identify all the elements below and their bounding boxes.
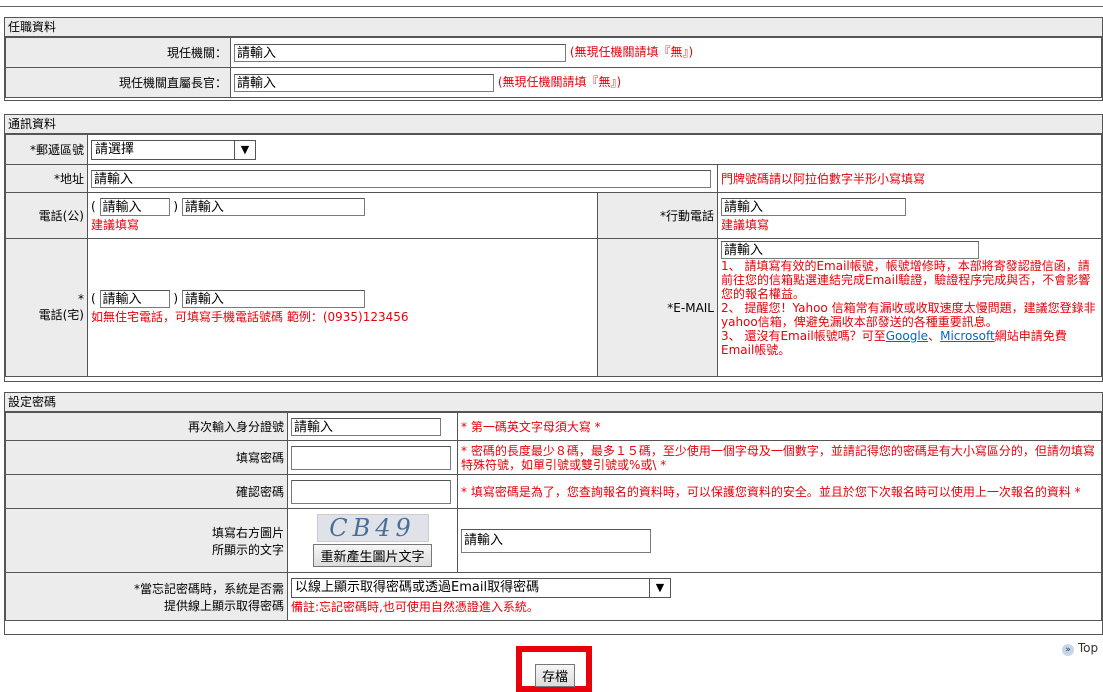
home-paren-open: ( — [91, 291, 96, 306]
contact-section-title: 通訊資料 — [5, 115, 1102, 134]
home-phone-label-cell: * 電話(宅) — [5, 238, 88, 377]
contact-section: 通訊資料 *郵遞區號 請選擇 ▼ *地址 請輸入 門牌號碼請以阿拉伯數字半形小寫… — [4, 114, 1103, 382]
forgot-label-line-2: 提供線上顯示取得密碼 — [163, 598, 284, 613]
postal-selected-value: 請選擇 — [95, 141, 135, 157]
email-note-3-prefix: 3、 還沒有Email帳號嗎？可至 — [721, 329, 886, 343]
home-phone-note: 如無住宅電話，可填寫手機電話號碼 範例：(0935)123456 — [91, 310, 409, 324]
home-area-input[interactable]: 請輸入 — [99, 290, 170, 308]
email-label: *E-MAIL — [597, 238, 718, 377]
captcha-label: 填寫右方圖片 所顯示的文字 — [5, 508, 288, 573]
employment-section: 任職資料 現任機關： 請輸入 (無現任機關請填『無』) 現任機關直屬長官： 請輸… — [4, 17, 1103, 101]
forgot-password-select[interactable]: 以線上顯示取得密碼或透過Email取得密碼 ▼ — [291, 578, 671, 598]
contact-table: *郵遞區號 請選擇 ▼ *地址 請輸入 門牌號碼請以阿拉伯數字半形小寫填寫 電話… — [5, 134, 1102, 377]
mobile-note: 建議填寫 — [721, 218, 770, 232]
supervisor-note: (無現任機關請填『無』) — [497, 75, 622, 90]
home-number-input[interactable]: 請輸入 — [181, 290, 365, 308]
mobile-input[interactable]: 請輸入 — [721, 198, 906, 216]
top-link[interactable]: » Top — [1062, 641, 1098, 656]
top-link-label: Top — [1077, 641, 1099, 655]
captcha-label-line-2: 所顯示的文字 — [211, 542, 284, 557]
current-agency-label: 現任機關： — [5, 37, 231, 68]
forgot-selected-value: 以線上顯示取得密碼或透過Email取得密碼 — [295, 580, 540, 595]
employment-section-title: 任職資料 — [5, 18, 1102, 37]
reenter-id-input[interactable]: 請輸入 — [291, 417, 441, 436]
employment-table: 現任機關： 請輸入 (無現任機關請填『無』) 現任機關直屬長官： 請輸入 (無現… — [5, 37, 1102, 98]
home-phone-required-mark: * — [78, 292, 84, 306]
reenter-id-label: 再次輸入身分證號 — [5, 412, 288, 441]
forgot-label-line-1: *當忘記密碼時，系統是否需 — [133, 581, 284, 596]
email-note-2: 2、 提醒您！Yahoo 信箱常有漏收或收取速度太慢問題，建議您登錄非yahoo… — [721, 301, 1096, 329]
password-table: 再次輸入身分證號 請輸入 * 第一碼英文字母須大寫 * 填寫密碼 * 密碼的長度… — [5, 412, 1102, 621]
supervisor-input[interactable]: 請輸入 — [234, 73, 494, 92]
address-note: 門牌號碼請以阿拉伯數字半形小寫填寫 — [721, 172, 926, 186]
forgot-password-label: *當忘記密碼時，系統是否需 提供線上顯示取得密碼 — [5, 572, 288, 621]
reenter-id-note: * 第一碼英文字母須大寫 * — [461, 420, 601, 434]
confirm-password-input[interactable] — [291, 479, 451, 504]
mobile-label: *行動電話 — [597, 192, 718, 239]
password-input[interactable] — [291, 445, 451, 470]
supervisor-label: 現任機關直屬長官： — [5, 67, 231, 98]
google-link[interactable]: Google — [885, 329, 929, 343]
home-paren-close: ) — [173, 291, 179, 306]
microsoft-link[interactable]: Microsoft — [940, 329, 995, 343]
password-section-title: 設定密碼 — [5, 393, 1102, 412]
regenerate-captcha-button[interactable]: 重新產生圖片文字 — [313, 544, 432, 567]
chevron-down-icon: ▼ — [234, 140, 255, 159]
password-label: 填寫密碼 — [5, 440, 288, 475]
office-number-input[interactable]: 請輸入 — [181, 198, 365, 216]
office-paren-open: ( — [91, 199, 96, 214]
email-note-3-sep: 、 — [928, 329, 941, 343]
current-agency-input[interactable]: 請輸入 — [234, 43, 566, 62]
current-agency-note: (無現任機關請填『無』) — [569, 45, 694, 60]
address-input[interactable]: 請輸入 — [91, 169, 711, 188]
office-area-input[interactable]: 請輸入 — [99, 198, 170, 216]
email-note-1: 1、 請填寫有效的Email帳號，帳號增修時，本部將寄發認證信函，請前往您的信箱… — [721, 259, 1091, 301]
captcha-label-line-1: 填寫右方圖片 — [211, 525, 284, 540]
office-paren-close: ) — [173, 199, 179, 214]
email-input[interactable]: 請輸入 — [721, 241, 979, 259]
confirm-password-note: * 填寫密碼是為了，您查詢報名的資料時，可以保護您資料的安全。並且於您下次報名時… — [461, 484, 1081, 499]
address-label: *地址 — [5, 164, 88, 193]
chevron-down-icon: ▼ — [649, 579, 670, 597]
captcha-input[interactable]: 請輸入 — [461, 528, 651, 553]
home-phone-label: 電話(宅) — [38, 308, 84, 322]
forgot-password-note: 備註:忘記密碼時,也可使用自然憑證進入系統。 — [291, 600, 539, 614]
postal-label: *郵遞區號 — [5, 134, 88, 165]
password-section: 設定密碼 再次輸入身分證號 請輸入 * 第一碼英文字母須大寫 * 填寫密碼 * … — [4, 392, 1103, 635]
arrow-right-circle-icon: » — [1062, 644, 1074, 656]
office-phone-label: 電話(公) — [5, 192, 88, 239]
office-phone-note: 建議填寫 — [91, 218, 140, 232]
captcha-image: CB49 — [316, 514, 429, 542]
postal-select[interactable]: 請選擇 ▼ — [91, 139, 256, 160]
email-note-3: 3、 還沒有Email帳號嗎？可至Google、Microsoft網站申請免費E… — [721, 329, 1098, 357]
confirm-password-label: 確認密碼 — [5, 474, 288, 509]
top-divider — [0, 0, 1103, 7]
email-note-3-suffix: 網站申請免費Email帳號。 — [721, 329, 1067, 357]
save-button[interactable]: 存檔 — [535, 664, 575, 687]
password-note: * 密碼的長度最少８碼，最多１５碼，至少使用一個字母及一個數字，並請記得您的密碼… — [461, 443, 1095, 472]
